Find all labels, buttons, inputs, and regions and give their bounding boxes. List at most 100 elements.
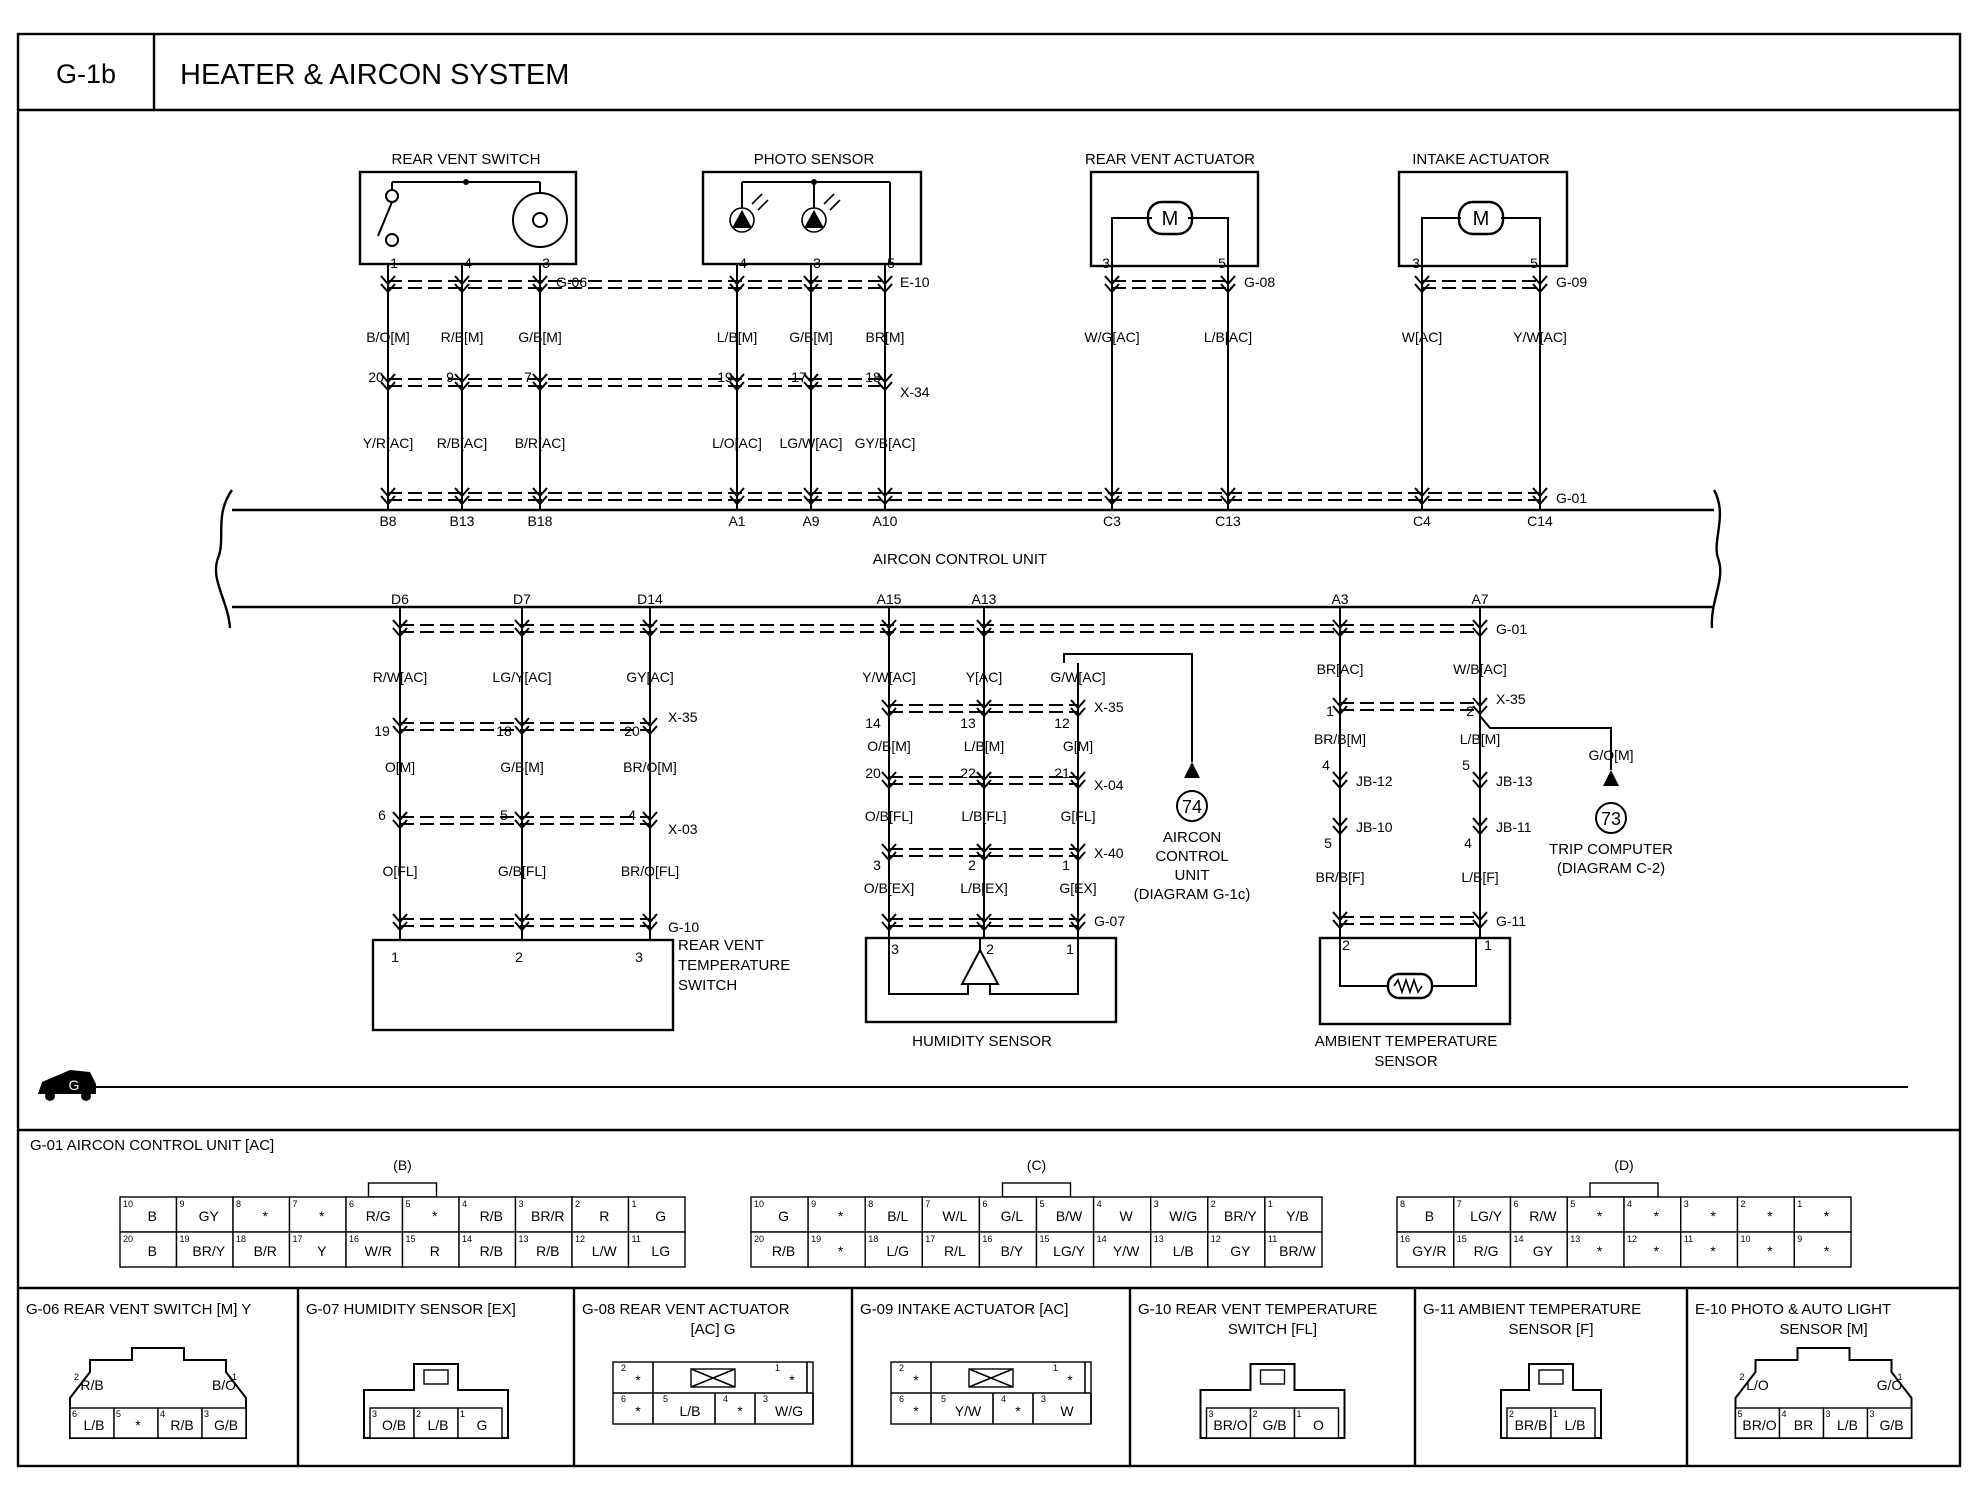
pin-number: 17	[791, 369, 807, 385]
reference-circle-74	[1176, 790, 1208, 822]
cell-wire-color: Y	[317, 1243, 327, 1259]
wire-color-label: G[FL]	[1060, 808, 1095, 824]
pin-number: 3	[542, 255, 550, 271]
g01-connector-group: (B)10B9GY8*7*6R/G5*4R/B3BR/R2R1G20B19BR/…	[119, 1157, 1852, 1268]
cell-wire-color: R/B	[772, 1243, 795, 1259]
cell-pin-number: 3	[1826, 1409, 1831, 1419]
pin-number: 3	[873, 857, 881, 873]
cell-pin-number: 9	[811, 1199, 816, 1209]
cell-wire-color: L/W	[592, 1243, 618, 1259]
cell-pin-number: 5	[116, 1409, 121, 1419]
connector-cell	[1264, 1196, 1323, 1233]
cell-pin-number: 1	[1268, 1199, 1273, 1209]
connector-cell	[1453, 1231, 1512, 1268]
pin-number: 14	[865, 715, 881, 731]
reference-74-line-2: CONTROL	[1155, 848, 1228, 865]
connector-mark	[1472, 771, 1488, 790]
wire-color-label: O[FL]	[382, 863, 417, 879]
connector-mark	[1472, 817, 1488, 836]
cell-wire-color: *	[635, 1403, 641, 1419]
cell-pin-number: 6	[72, 1409, 77, 1419]
connector-mark	[729, 487, 745, 506]
cell-pin-number: 18	[868, 1234, 878, 1244]
cell-pin-number: 1	[1898, 1372, 1903, 1382]
cell-wire-color: R	[599, 1208, 609, 1224]
wire-color-label: W/B[AC]	[1453, 661, 1507, 677]
cell-wire-color: BR/W	[1279, 1243, 1316, 1259]
connector-cell	[1149, 1231, 1209, 1268]
connector-mark	[803, 487, 819, 506]
connector-cell	[175, 1231, 234, 1268]
connector-cell	[627, 1231, 686, 1268]
connector-mark	[877, 275, 893, 294]
cell-wire-color: Y/W	[1113, 1243, 1140, 1259]
connector-id: X-03	[668, 821, 698, 837]
connector-mark	[1532, 275, 1548, 294]
cell-pin-number: 4	[1782, 1409, 1787, 1419]
connector-key-mark	[968, 1368, 1014, 1388]
pin-number: 7	[524, 369, 532, 385]
cell-pin-number: 13	[1154, 1234, 1164, 1244]
connector-mark	[877, 373, 893, 392]
wire-color-label: Y/W[AC]	[1513, 329, 1567, 345]
motor-symbol: M	[1162, 208, 1179, 230]
control-unit-pin: A7	[1471, 591, 1488, 607]
wire-color-label: Y/W[AC]	[862, 669, 916, 685]
cell-wire-color: R/B	[536, 1243, 559, 1259]
reference-73-line-2: (DIAGRAM C-2)	[1557, 860, 1665, 877]
cell-wire-color: G/B	[1262, 1417, 1286, 1433]
cell-pin-number: 7	[293, 1199, 298, 1209]
cell-wire-color: GY	[199, 1208, 220, 1224]
pin-number: 2	[986, 941, 994, 957]
cell-wire-color: *	[913, 1403, 919, 1419]
wire-color-label: GY[AC]	[626, 669, 673, 685]
control-unit-pin: C4	[1413, 513, 1431, 529]
ambient-sensor-label-2: SENSOR	[1374, 1053, 1438, 1070]
connector-mark	[1532, 487, 1548, 506]
cell-wire-color: *	[913, 1372, 919, 1388]
cell-pin-number: 13	[519, 1234, 529, 1244]
pin-number: 13	[960, 715, 976, 731]
connector-group-label: (B)	[393, 1157, 412, 1173]
cell-pin-number: 14	[462, 1234, 472, 1244]
diagram-frame	[16, 32, 1962, 1468]
cell-pin-number: 19	[180, 1234, 190, 1244]
wire-color-label: G[M]	[1063, 738, 1093, 754]
connector-cell	[457, 1407, 503, 1439]
cell-wire-color: GY/R	[1412, 1243, 1446, 1259]
wire-color-label: LG/W[AC]	[779, 435, 842, 451]
connector-body	[363, 1363, 509, 1439]
cell-wire-color: *	[1597, 1243, 1603, 1259]
humidity-sensor	[864, 936, 1118, 1024]
cell-wire-color: LG/Y	[1470, 1208, 1503, 1224]
diagram-title: HEATER & AIRCON SYSTEM	[180, 59, 569, 91]
cell-pin-number: 1	[232, 1372, 237, 1382]
reference-74-line-4: (DIAGRAM G-1c)	[1134, 886, 1251, 903]
cell-wire-color: R/B	[480, 1208, 503, 1224]
cell-wire-color: *	[1710, 1208, 1716, 1224]
connector-id: X-04	[1094, 777, 1124, 793]
cell-pin-number: 4	[462, 1199, 467, 1209]
connector-cell	[750, 1196, 809, 1233]
cell-pin-number: 3	[1870, 1409, 1875, 1419]
connector-latch	[1001, 1182, 1072, 1198]
connector-mark	[803, 373, 819, 392]
wire-color-label: L/B[F]	[1461, 869, 1498, 885]
cell-wire-color: G	[655, 1208, 666, 1224]
connector-latch	[367, 1182, 438, 1198]
connector-id: G-01	[1556, 490, 1587, 506]
wire-color-label: G/B[FL]	[498, 863, 546, 879]
connector-mark	[380, 487, 396, 506]
connector-cell	[1035, 1231, 1095, 1268]
connector-mark	[1220, 487, 1236, 506]
wire-color-label: BR[AC]	[1317, 661, 1364, 677]
cell-pin-number: 16	[982, 1234, 992, 1244]
connector-mark	[642, 811, 658, 830]
cell-wire-color: *	[838, 1208, 844, 1224]
connector-mark	[803, 275, 819, 294]
cell-pin-number: 1	[1297, 1409, 1302, 1419]
cell-wire-color: *	[1654, 1243, 1660, 1259]
cell-wire-color: O	[1313, 1417, 1324, 1433]
cell-wire-color: B/W	[1056, 1208, 1083, 1224]
control-unit-pin: A15	[877, 591, 902, 607]
